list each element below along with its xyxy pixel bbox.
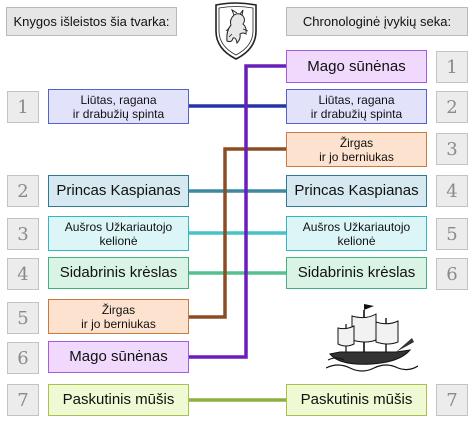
left-number-7: 7 [7,384,39,416]
right-number-1: 1 [436,51,468,83]
left-book-7-line1: Paskutinis mūšis [62,391,175,408]
left-book-5-line1: Žirgas [101,302,136,317]
right-number-2: 2 [436,91,468,123]
right-book-5-line2: kelionė [337,233,376,248]
left-book-6-line1: Mago sūnėnas [69,348,168,365]
left-book-3-line1: Aušros Užkariautojo [64,219,173,234]
right-book-5-line1: Aušros Užkariautojo [302,219,411,234]
right-book-1-line1: Mago sūnėnas [307,57,406,75]
right-book-6: Sidabrinis krėslas [286,257,427,289]
left-number-2: 2 [7,175,39,207]
right-book-4-line1: Princas Kaspianas [294,182,419,199]
right-book-2-line2: ir drabužių spinta [310,106,403,121]
connector-book-5 [189,147,286,319]
right-book-7-line1: Paskutinis mūšis [300,391,413,408]
right-book-7: Paskutinis mūšis [286,384,427,416]
left-book-4-line1: Sidabrinis krėslas [59,264,178,281]
right-number-4: 4 [436,175,468,207]
left-number-6: 6 [7,342,39,374]
left-book-2: Princas Kaspianas [48,175,189,207]
right-number-3: 3 [436,133,468,165]
left-book-3-line2: kelionė [99,233,138,248]
connector-book-6 [189,64,286,359]
left-book-4: Sidabrinis krėslas [48,257,189,289]
left-number-3: 3 [7,218,39,250]
right-column-header: Chronologinė įvykių seka: [286,7,468,36]
left-number-4: 4 [7,258,39,290]
right-book-3-line1: Žirgas [339,135,374,150]
left-book-6: Mago sūnėnas [48,341,189,373]
shield-crest-icon [215,2,257,60]
right-number-7: 7 [436,384,468,416]
left-book-7: Paskutinis mūšis [48,384,189,416]
left-book-1-line2: ir drabužių spinta [72,106,165,121]
right-book-4: Princas Kaspianas [286,175,427,207]
left-number-1: 1 [7,91,39,123]
left-book-5-line2: ir jo berniukas [81,316,156,331]
right-number-5: 5 [436,218,468,250]
right-book-2-line1: Liūtas, ragana [318,92,395,107]
right-number-6: 6 [436,258,468,290]
right-book-1: Mago sūnėnas [286,50,427,83]
left-number-5: 5 [7,302,39,334]
right-book-3-line2: ir jo berniukas [319,149,394,164]
right-book-6-line1: Sidabrinis krėslas [297,264,416,281]
sailing-ship-icon [326,304,418,372]
left-book-2-line1: Princas Kaspianas [56,182,181,199]
left-column-header: Knygos išleistos šia tvarka: [6,7,177,36]
left-book-1-line1: Liūtas, ragana [80,92,157,107]
